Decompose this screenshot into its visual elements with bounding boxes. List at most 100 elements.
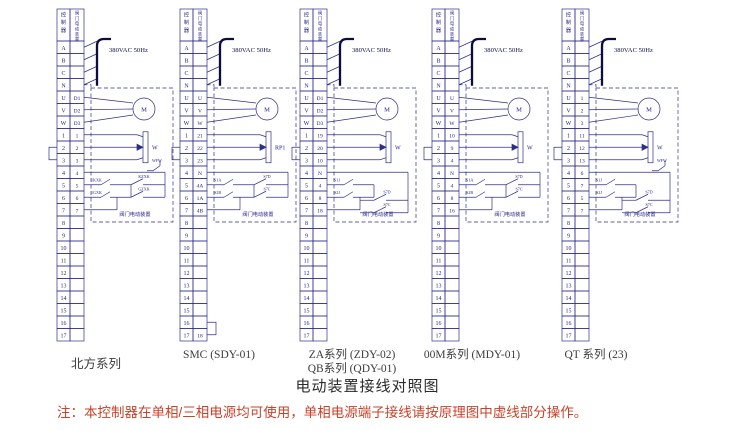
limit-switch-icon [605, 178, 616, 186]
svg-text:控: 控 [436, 11, 441, 19]
svg-text:2: 2 [581, 109, 584, 115]
svg-text:13: 13 [184, 284, 190, 290]
valve-actuator-box [90, 87, 174, 223]
svg-text:制: 制 [566, 18, 571, 26]
svg-text:B: B [304, 59, 308, 65]
svg-text:A: A [304, 46, 309, 52]
switch-label: S2B [214, 190, 221, 195]
svg-text:器: 器 [436, 27, 442, 34]
terminal-cell-right [192, 240, 208, 254]
svg-text:7: 7 [76, 209, 79, 215]
svg-text:6: 6 [581, 171, 584, 177]
terminal-cell-right [192, 315, 208, 329]
svg-text:8: 8 [451, 196, 454, 202]
power-wire [458, 65, 473, 73]
svg-text:置: 置 [198, 37, 203, 43]
svg-text:W: W [304, 121, 310, 127]
power-wire [458, 53, 473, 61]
limit-switch-icon [343, 178, 354, 186]
svg-text:制: 制 [61, 18, 66, 26]
svg-text:19: 19 [317, 134, 323, 140]
power-label: 380VAC 50Hz [484, 47, 523, 54]
svg-text:3: 3 [437, 159, 440, 165]
svg-text:9: 9 [567, 234, 570, 240]
wiper-arrow [641, 143, 649, 151]
terminal-cell-right [444, 253, 460, 267]
svg-text:16: 16 [61, 321, 67, 327]
terminal-cell-right [192, 53, 208, 67]
terminal-cell-right [444, 78, 460, 92]
svg-text:9: 9 [62, 234, 65, 240]
switch-label: S7C [645, 202, 652, 207]
svg-text:器: 器 [61, 27, 67, 34]
svg-text:23: 23 [197, 159, 203, 165]
svg-text:2: 2 [567, 146, 570, 152]
svg-text:装: 装 [580, 31, 585, 38]
svg-text:21: 21 [197, 134, 203, 140]
svg-text:5: 5 [62, 184, 65, 190]
torque-switch-icon [130, 178, 144, 186]
svg-text:门: 门 [580, 15, 584, 22]
svg-text:U: U [198, 96, 202, 102]
power-wire [206, 53, 221, 61]
terminal-cell-right [312, 40, 328, 54]
svg-text:V: V [61, 109, 66, 115]
svg-text:U: U [304, 96, 309, 102]
svg-text:5: 5 [437, 184, 440, 190]
dashed-neutral-wire [327, 84, 335, 88]
motor-wire [458, 114, 509, 123]
terminal-cell-right [444, 290, 460, 304]
terminal-cell-right [574, 265, 590, 279]
torque-switch-icon [253, 178, 267, 186]
jumper-link [171, 146, 180, 161]
svg-text:控: 控 [304, 11, 309, 19]
svg-text:1: 1 [62, 134, 65, 140]
svg-text:4: 4 [305, 171, 308, 177]
wiper-arrow [136, 143, 144, 151]
power-wire [326, 78, 341, 86]
power-bus [600, 37, 616, 86]
svg-text:制: 制 [436, 18, 441, 26]
diagram-caption-za-qb: ZA系列 (ZDY-02) QB系列 (QDY-01) [286, 348, 418, 376]
terminal-cell-right [312, 228, 328, 242]
svg-text:U: U [436, 96, 441, 102]
power-bus [95, 37, 111, 86]
svg-text:13: 13 [566, 284, 572, 290]
svg-text:5: 5 [581, 196, 584, 202]
svg-text:7: 7 [62, 209, 65, 215]
svg-text:动: 动 [198, 26, 203, 33]
terminal-cell-right [69, 328, 85, 342]
svg-text:阀: 阀 [450, 10, 454, 17]
svg-text:W: W [436, 121, 442, 127]
torque-switch-icon [635, 206, 649, 214]
svg-text:V: V [304, 109, 309, 115]
power-wire [326, 65, 341, 73]
terminal-cell-right [192, 215, 208, 229]
motor-wire [326, 114, 377, 123]
terminal-cell-right [192, 78, 208, 92]
svg-text:W: W [184, 121, 190, 127]
power-label: 380VAC 50Hz [109, 47, 148, 54]
svg-text:12: 12 [61, 271, 67, 277]
switch-label: S7C [515, 186, 522, 191]
terminal-cell-right [574, 53, 590, 67]
svg-text:11: 11 [566, 259, 572, 265]
power-wire [206, 78, 221, 86]
switch-label: 1GXK [91, 190, 102, 195]
diagram-lines [171, 8, 297, 342]
terminal-cell-right [69, 228, 85, 242]
switch-label: S1A [466, 178, 473, 183]
svg-text:阀: 阀 [75, 10, 79, 17]
svg-text:C: C [566, 71, 570, 77]
svg-text:电: 电 [75, 20, 80, 26]
aux-switch-icon [652, 160, 666, 172]
dashed-neutral-wire [207, 84, 215, 88]
terminal-cell-right [312, 278, 328, 292]
svg-text:U: U [61, 96, 66, 102]
svg-text:7: 7 [581, 184, 584, 190]
torque-switch-icon [505, 178, 519, 186]
svg-text:电: 电 [580, 20, 585, 26]
